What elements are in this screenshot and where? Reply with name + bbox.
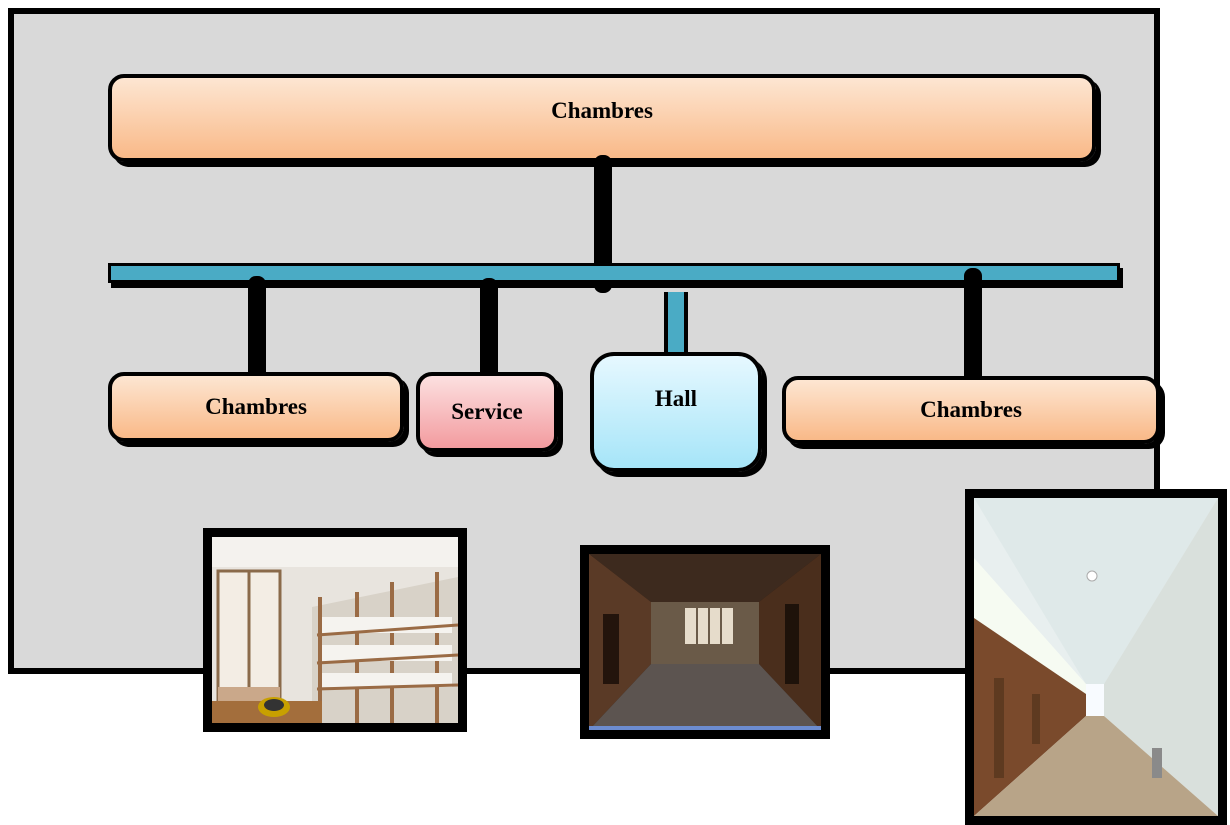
- service-connector: [480, 278, 498, 384]
- hall-label: Hall: [654, 386, 698, 411]
- hall-block: Hall: [590, 352, 762, 472]
- storage-room-photo: [203, 528, 467, 732]
- chambres-left-block: Chambres: [108, 372, 404, 442]
- chambres-right-connector: [964, 268, 982, 388]
- hall-photo: [580, 545, 830, 739]
- chambres-left-label: Chambres: [205, 394, 307, 419]
- corridor-bus: [108, 263, 1120, 283]
- service-block: Service: [416, 372, 558, 452]
- corridor-photo: [965, 489, 1227, 825]
- chambres-right-block: Chambres: [782, 376, 1160, 444]
- chambres-right-label: Chambres: [920, 397, 1022, 422]
- top-chambres-block: Chambres: [108, 74, 1096, 162]
- service-label: Service: [451, 399, 523, 424]
- chambres-left-connector: [248, 276, 266, 384]
- hall-connector: [664, 292, 688, 358]
- top-connector: [594, 155, 612, 293]
- top-chambres-label: Chambres: [551, 98, 653, 123]
